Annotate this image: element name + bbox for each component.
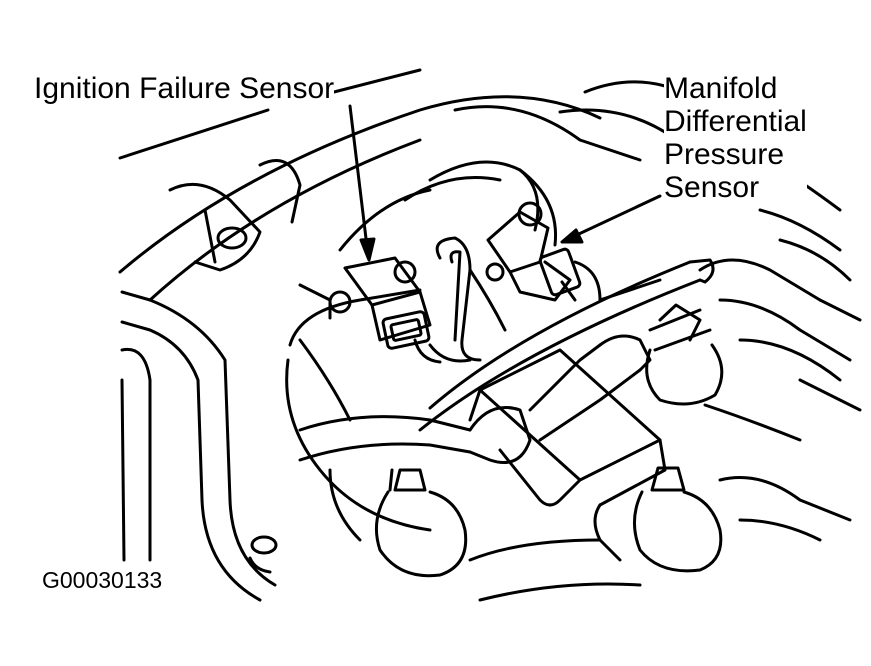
- manifold-sensor-leader: [566, 196, 660, 240]
- manifold-label-line-4: Sensor: [664, 171, 760, 204]
- spark-plug-boot-left: [376, 470, 465, 576]
- ignition-failure-sensor-part: [300, 258, 470, 362]
- ignition-failure-sensor-label: Ignition Failure Sensor: [34, 72, 335, 105]
- center-vacuum-hose: [437, 238, 505, 360]
- manifold-sensor-arrowhead: [562, 230, 582, 242]
- hood-outline: [120, 70, 840, 300]
- lower-body: [330, 470, 640, 600]
- manifold-label-line-2: Differential: [664, 105, 807, 138]
- ignition-sensor-arrowhead: [361, 239, 374, 260]
- left-hose: [122, 292, 276, 600]
- ignition-sensor-leader: [350, 106, 368, 255]
- manifold-label-line-1: Manifold: [664, 72, 778, 105]
- spark-plug-boot-top: [647, 305, 722, 404]
- manifold-differential-pressure-sensor-label: Manifold Differential Pressure Sensor: [664, 72, 807, 204]
- right-engine-components: [700, 210, 860, 540]
- intake-manifold: [287, 162, 556, 530]
- manifold-label-line-3: Pressure: [664, 138, 785, 171]
- cross-rail: [420, 260, 713, 430]
- wire-harness: [300, 310, 710, 463]
- manifold-pressure-sensor-part: [487, 203, 600, 300]
- left-bracket: [170, 161, 300, 271]
- figure-code: G00030133: [42, 567, 163, 593]
- spark-plug-boot-right: [634, 468, 720, 571]
